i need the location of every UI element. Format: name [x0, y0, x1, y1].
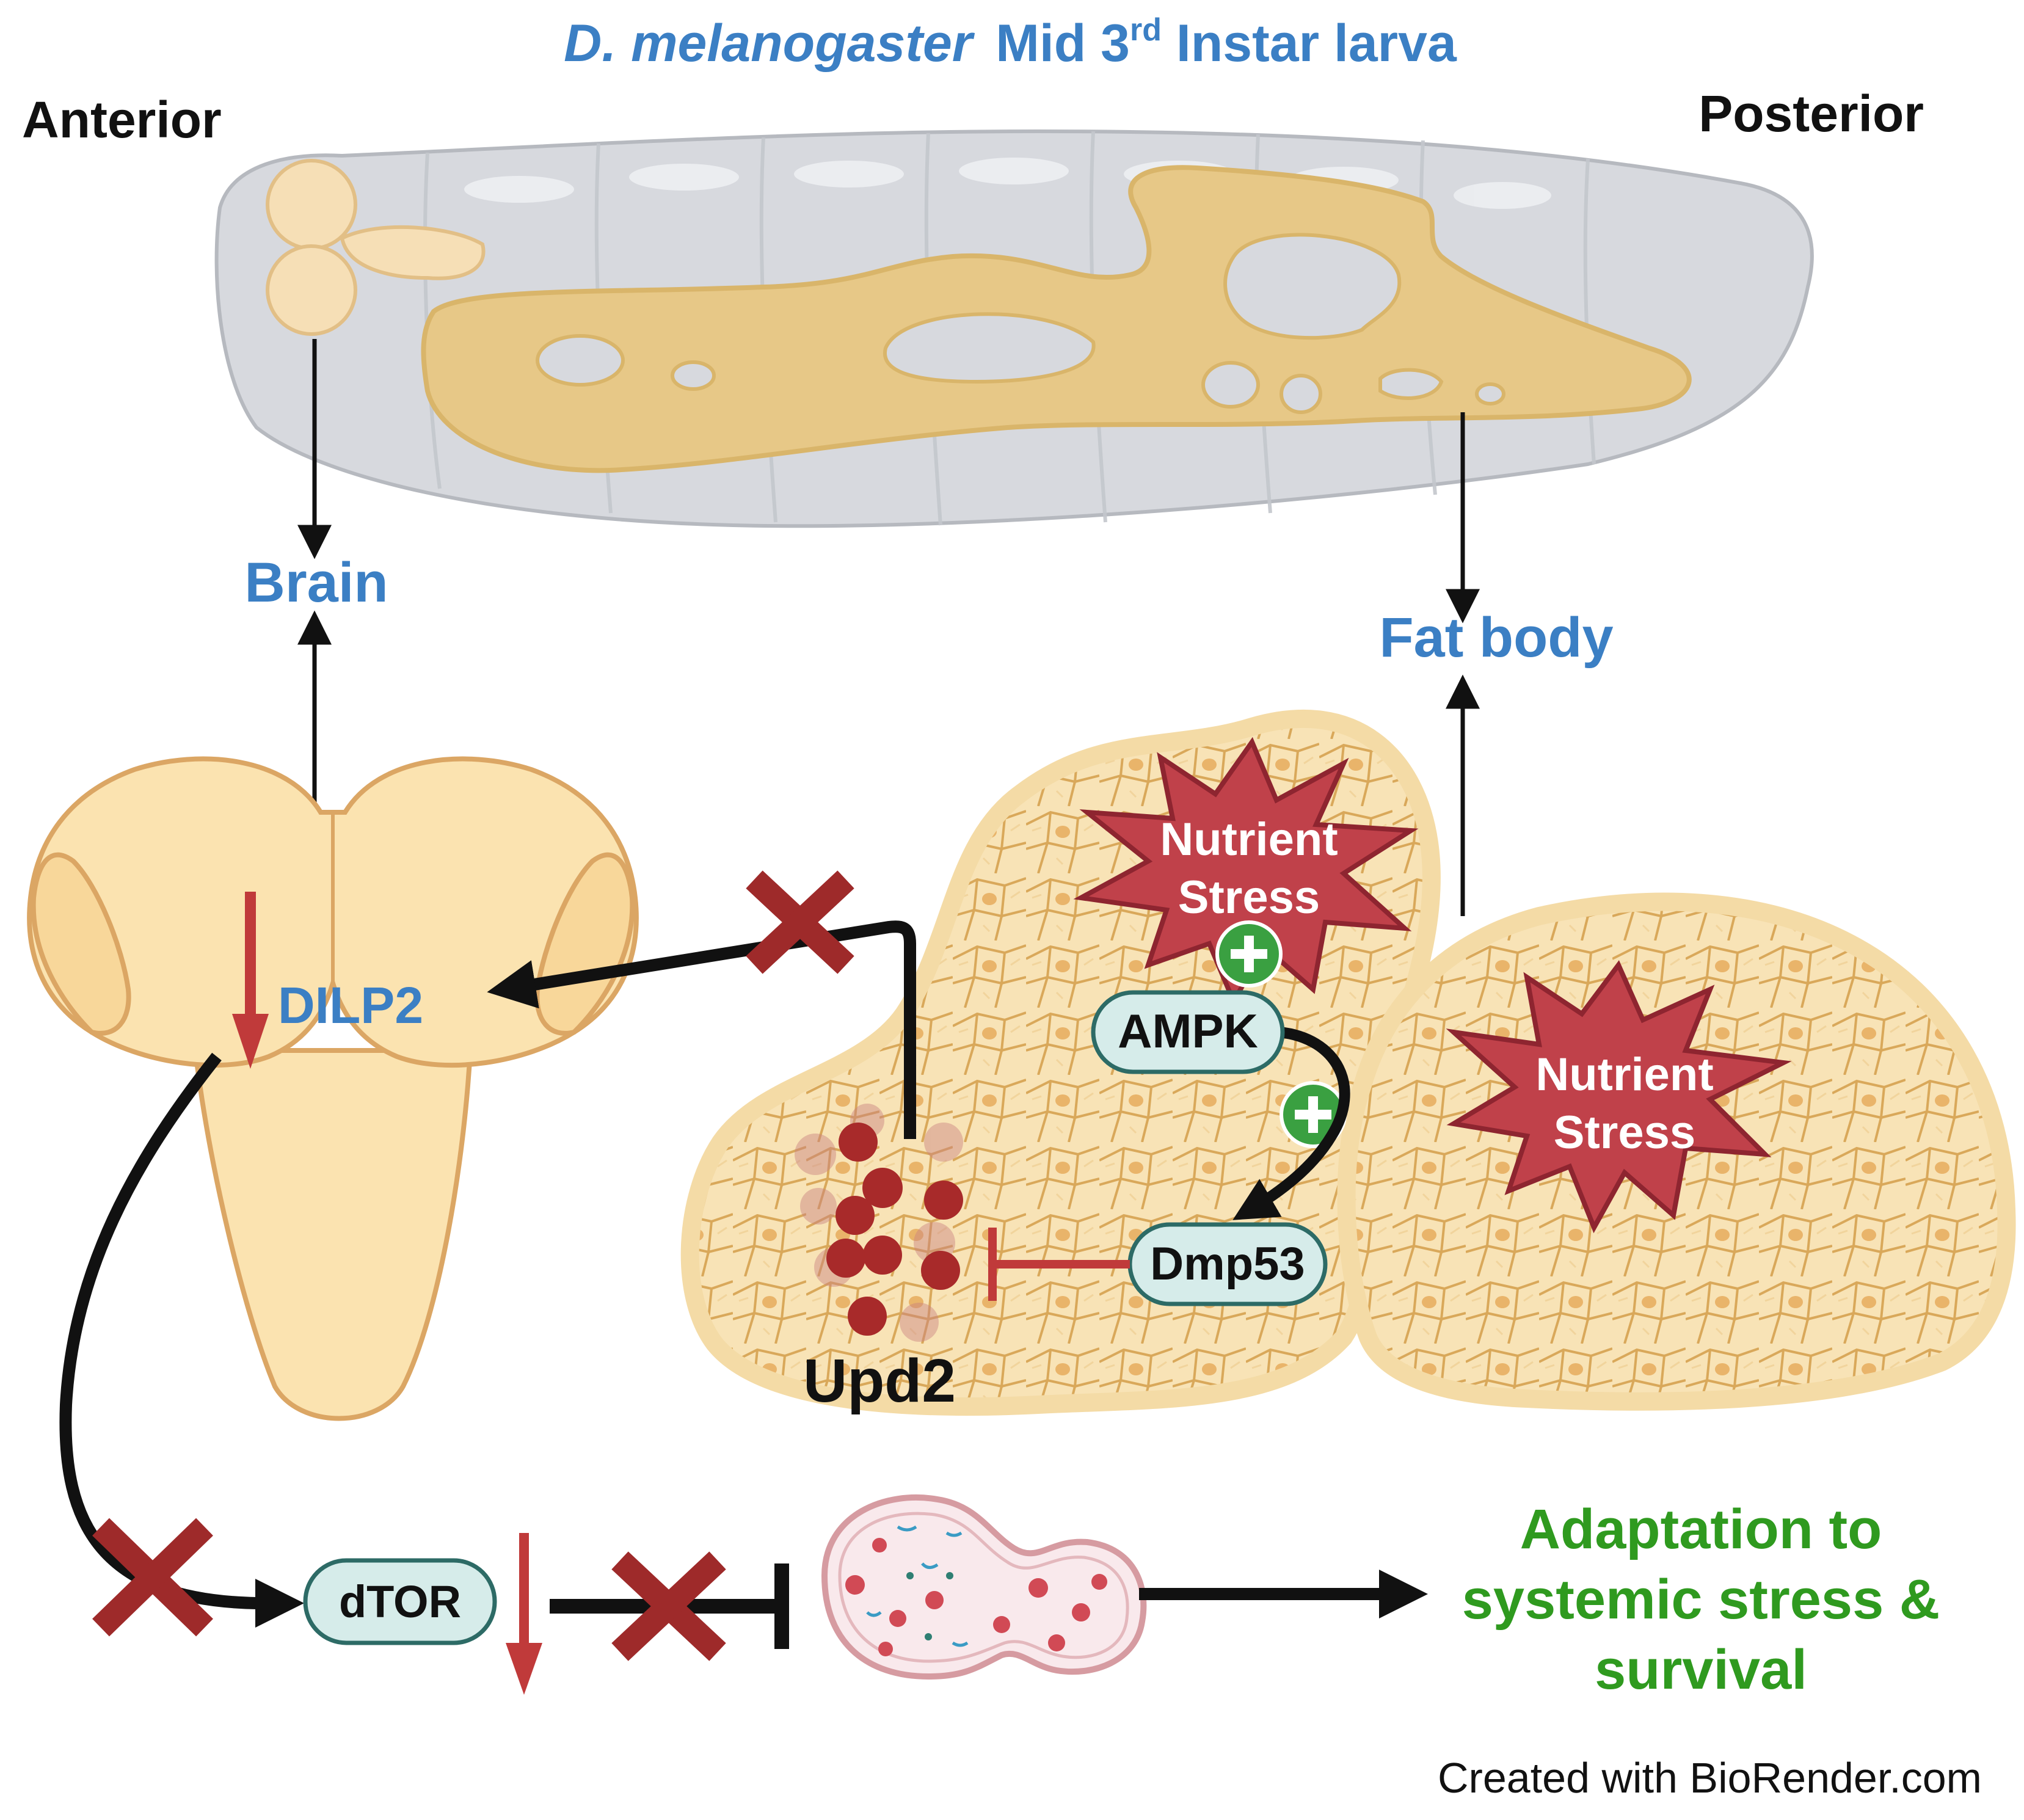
svg-text:Nutrient: Nutrient: [1160, 814, 1338, 865]
dtor-decrease-arrow: [506, 1533, 542, 1695]
nutrient-stress-star-2: Nutrient Stress: [1446, 960, 1792, 1234]
outcome-line-3: survival: [1595, 1639, 1807, 1701]
dilp2-label: DILP2: [278, 977, 423, 1034]
outcome-line-2: systemic stress &: [1462, 1568, 1940, 1631]
ampk-node: AMPK: [1091, 990, 1285, 1074]
dtor-node: dTOR: [303, 1558, 497, 1645]
nutrient-stress-star-1: Nutrient Stress: [1073, 737, 1419, 1008]
x-mark-icon: [92, 1518, 213, 1637]
svg-text:dTOR: dTOR: [339, 1576, 461, 1627]
dilp2-decrease-arrow: [232, 892, 269, 1069]
dmp53-inhibits-upd2: [988, 1228, 1130, 1301]
dmp53-node: Dmp53: [1127, 1222, 1328, 1306]
brain-illustration: [27, 756, 639, 1421]
brain-label: Brain: [244, 551, 388, 614]
svg-text:Stress: Stress: [1554, 1107, 1695, 1159]
arrow-ampk-to-dmp53: [1232, 1027, 1350, 1220]
posterior-label: Posterior: [1698, 85, 1924, 142]
fat-body-tissue: [680, 709, 2016, 1416]
x-mark-icon: [746, 870, 854, 974]
svg-text:Nutrient: Nutrient: [1535, 1049, 1713, 1101]
svg-text:Dmp53: Dmp53: [1150, 1238, 1305, 1290]
biorender-credit: Created with BioRender.com: [1438, 1754, 1982, 1802]
outcome-line-1: Adaptation to: [1520, 1498, 1882, 1560]
svg-text:Stress: Stress: [1178, 872, 1320, 923]
upd2-particles: [795, 1104, 963, 1342]
svg-text:AMPK: AMPK: [1118, 1004, 1258, 1058]
anterior-label: Anterior: [22, 91, 222, 148]
plus-icon: [1215, 920, 1283, 988]
diagram-title: D. melanogaster Mid 3rd Instar larva: [564, 12, 1457, 73]
fat-body-label: Fat body: [1379, 606, 1613, 669]
arrow-upd2-to-dilp2: [487, 920, 916, 1139]
larva-illustration: [214, 129, 1814, 528]
autophagosome-icon: [821, 1494, 1147, 1680]
x-mark-icon: [611, 1551, 726, 1661]
upd2-label: Upd2: [803, 1347, 956, 1415]
